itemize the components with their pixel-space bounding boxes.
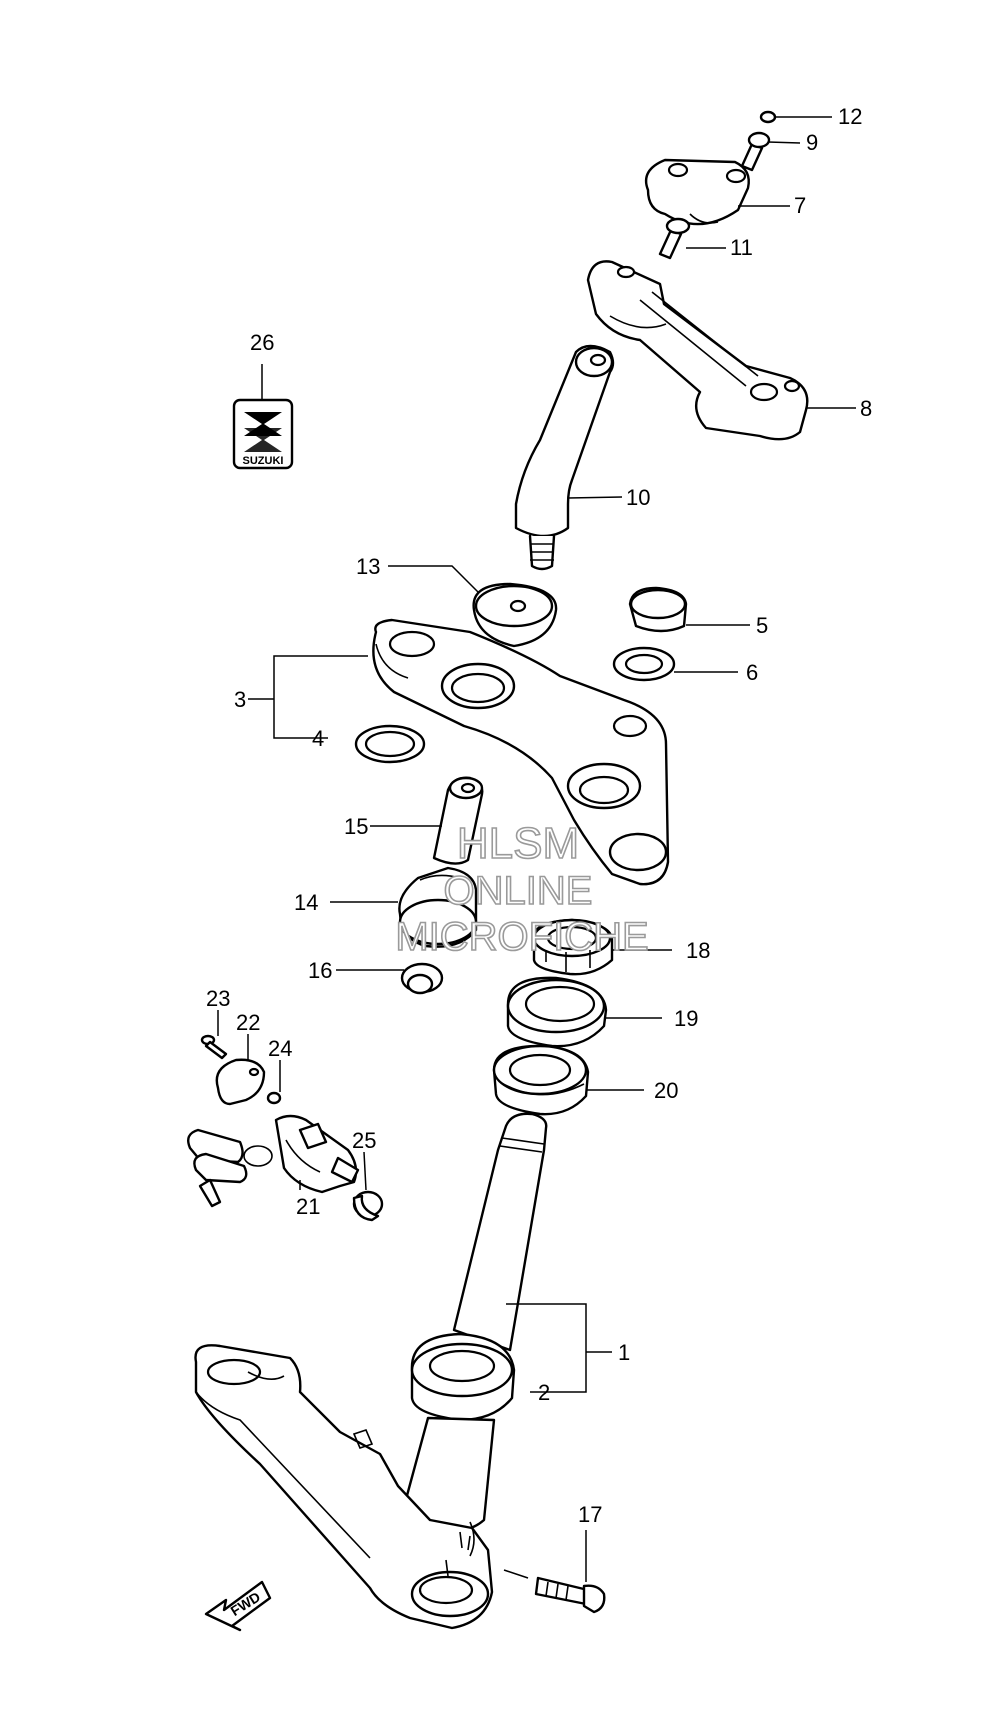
callout-20: 20 [654,1078,678,1103]
part-24-washer [266,1091,282,1105]
callout-25: 25 [352,1128,376,1153]
part-10-spacer [514,344,615,571]
callout-9: 9 [806,130,818,155]
callout-3: 3 [234,687,246,712]
callout-26: 26 [250,330,274,355]
callout-6: 6 [746,660,758,685]
part-20-bearing [492,1044,590,1116]
callout-labels: 12 9 7 11 8 10 13 5 6 3 4 15 14 16 18 19… [206,104,872,1527]
callout-7: 7 [794,193,806,218]
callout-12: 12 [838,104,862,129]
callout-22: 22 [236,1010,260,1035]
part-19-dust-seal [506,976,608,1048]
part-14-rubber-cap [398,866,478,948]
part-18-nut [532,918,614,976]
part-7-clamp-upper [644,158,750,226]
part-1-steering-stem [194,1112,548,1630]
callout-8: 8 [860,396,872,421]
part-25-plug [352,1190,384,1222]
callout-23: 23 [206,986,230,1011]
part-26-emblem: SUZUKI [232,398,294,470]
part-11-bolt [658,217,691,260]
watermark: HLSM ONLINE MICROFICHE [395,818,650,960]
callout-5: 5 [756,613,768,638]
leader-lines [217,116,856,1582]
watermark-line-3: MICROFICHE [395,915,648,959]
callout-4: 4 [312,726,324,751]
part-12-cap [759,110,777,124]
part-5-cap-nut [628,586,688,633]
callout-21: 21 [296,1194,320,1219]
emblem-text: SUZUKI [243,455,284,467]
callout-1: 1 [618,1340,630,1365]
part-8-handlebar-holder [586,260,809,441]
part-4-washer [354,724,426,764]
fwd-arrow-icon: FWD [204,1580,272,1632]
callout-10: 10 [626,485,650,510]
part-22-cover [215,1058,266,1106]
part-13-damper [472,582,558,648]
watermark-line-1: HLSM [457,819,579,868]
part-3-upper-bracket [372,618,670,886]
callout-11: 11 [730,235,753,260]
part-9-bolt [740,131,771,172]
callout-18: 18 [686,938,710,963]
part-23-screw [200,1034,228,1060]
callout-24: 24 [268,1036,292,1061]
part-17-bolt [534,1576,606,1614]
callout-19: 19 [674,1006,698,1031]
callout-17: 17 [578,1502,602,1527]
callout-15: 15 [344,814,368,839]
callout-14: 14 [294,890,318,915]
callout-16: 16 [308,958,332,983]
part-6-washer [612,646,676,682]
watermark-line-2: ONLINE [444,869,593,913]
callout-13: 13 [356,554,380,579]
part-16-grommet [400,962,444,995]
part-15-pipe [432,776,484,865]
part-21-steering-lock [187,1114,360,1208]
callout-2: 2 [538,1380,550,1405]
